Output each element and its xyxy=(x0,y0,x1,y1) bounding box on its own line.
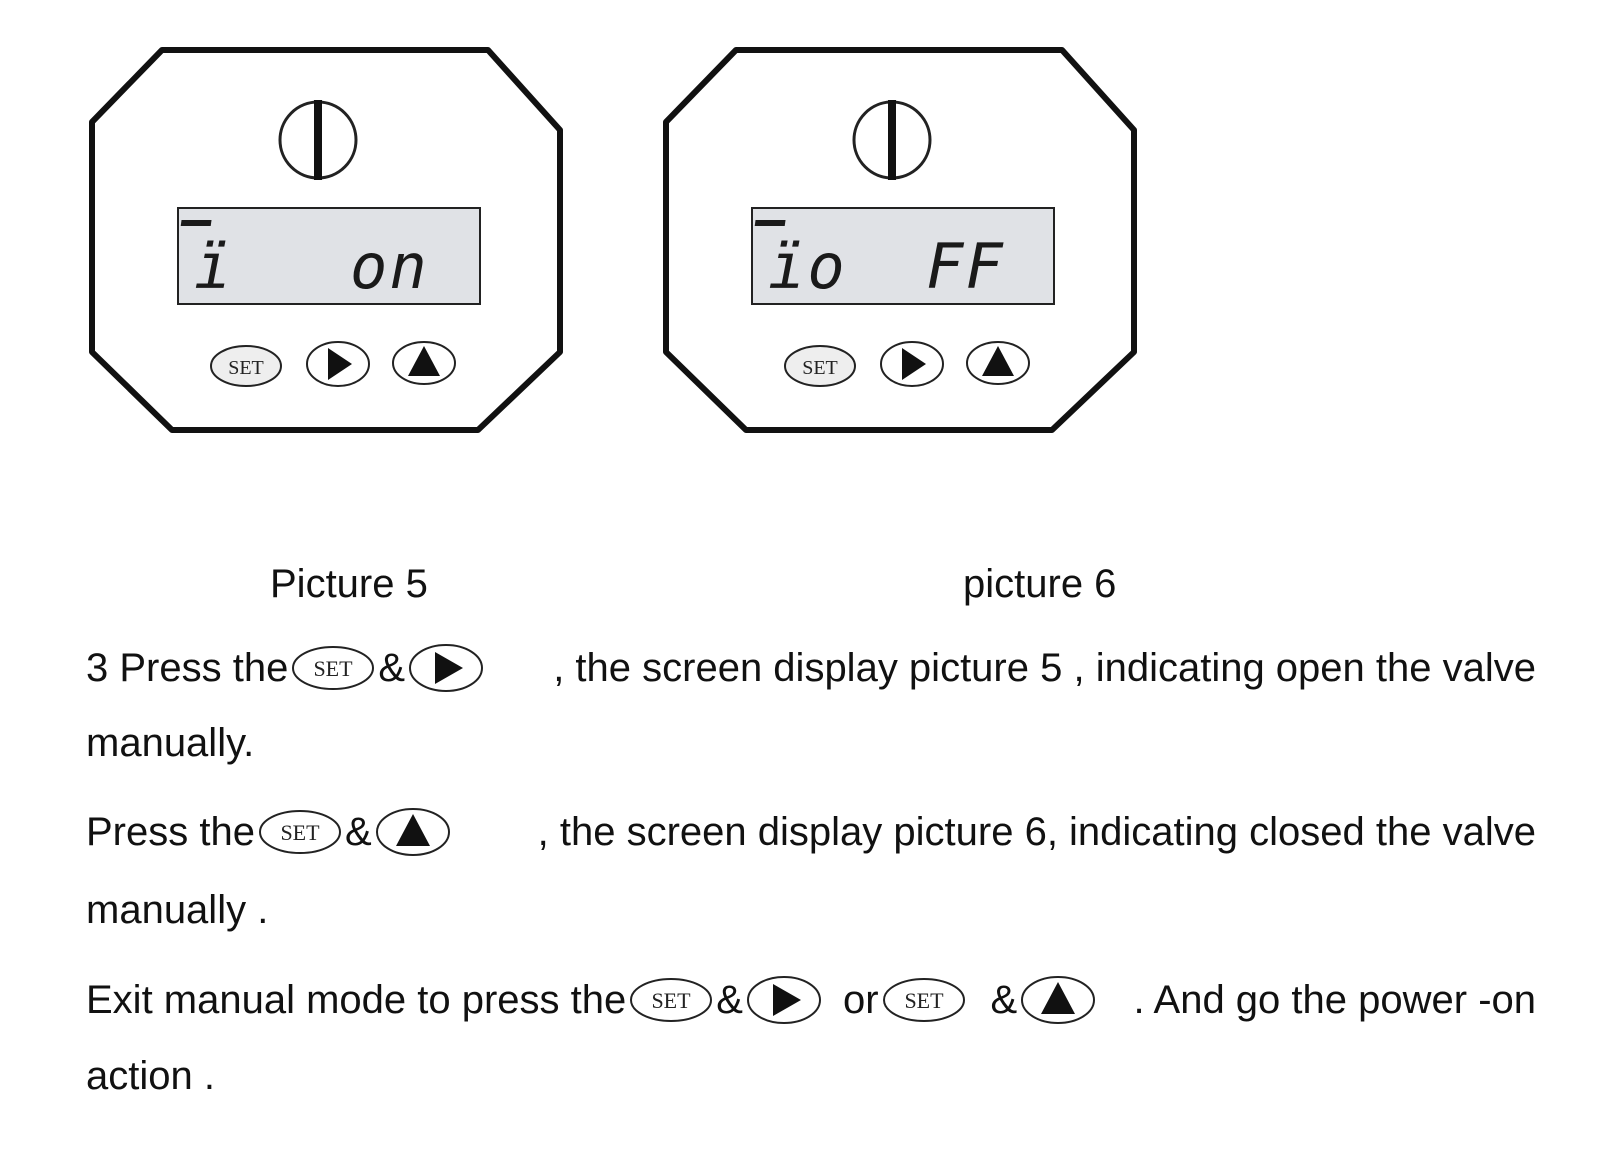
lcd-left-text: ï xyxy=(194,230,233,303)
svg-text:SET: SET xyxy=(652,988,692,1013)
right-button[interactable] xyxy=(880,341,944,387)
right-button[interactable] xyxy=(306,341,370,387)
set-button[interactable]: SET xyxy=(784,345,856,387)
knob-icon xyxy=(852,100,932,180)
lcd-right-text: on xyxy=(350,230,429,303)
svg-text:SET: SET xyxy=(228,357,264,379)
ampersand: & xyxy=(378,646,406,690)
instruction-exit-cont: action . xyxy=(86,1054,215,1098)
instruction-text-tail: . And go the power -on xyxy=(1133,978,1537,1022)
ampersand: & xyxy=(344,810,372,854)
caption-picture-6: picture 6 xyxy=(963,562,1117,606)
controller-illustration-2: ïo FF SET xyxy=(663,46,1144,440)
ampersand: & xyxy=(716,978,743,1022)
svg-text:SET: SET xyxy=(280,820,320,845)
up-arrow-icon xyxy=(375,808,450,856)
ampersand: & xyxy=(990,978,1018,1022)
instruction-text-tail: , the screen display picture 6, indicati… xyxy=(537,810,1536,854)
lcd-right-text: FF xyxy=(926,230,1005,303)
right-arrow-icon xyxy=(409,644,484,692)
set-key-icon: SET xyxy=(292,646,375,690)
up-arrow-icon xyxy=(1021,976,1096,1024)
lcd-screen: ïo FF xyxy=(751,207,1055,305)
lcd-screen: ï on xyxy=(177,207,481,305)
up-button[interactable] xyxy=(966,341,1030,385)
svg-text:SET: SET xyxy=(314,656,354,681)
instruction-text-tail: , the screen display picture 5 , indicat… xyxy=(553,646,1536,690)
instruction-exit: Exit manual mode to press the SET & or S… xyxy=(86,974,1536,1026)
svg-text:SET: SET xyxy=(904,988,944,1013)
set-key-icon: SET xyxy=(258,810,341,854)
svg-text:SET: SET xyxy=(802,357,838,379)
instruction-text: Exit manual mode to press the xyxy=(86,978,627,1022)
set-key-icon: SET xyxy=(630,978,713,1022)
instruction-text: 3 Press the xyxy=(86,646,289,690)
knob-icon xyxy=(278,100,358,180)
instruction-close-cont: manually . xyxy=(86,888,269,932)
controller-illustration-1: ï on SET xyxy=(89,46,570,440)
instruction-open-cont: manually. xyxy=(86,721,255,765)
or-text: or xyxy=(842,978,879,1022)
up-button[interactable] xyxy=(392,341,456,385)
set-key-icon: SET xyxy=(882,978,965,1022)
instruction-open: 3 Press the SET & , the screen display p… xyxy=(86,642,1536,694)
set-button[interactable]: SET xyxy=(210,345,282,387)
instruction-close: Press the SET & , the screen display pic… xyxy=(86,806,1536,858)
lcd-left-text: ïo xyxy=(768,230,847,303)
instruction-text: Press the xyxy=(86,810,255,854)
caption-picture-5: Picture 5 xyxy=(270,562,428,606)
right-arrow-icon xyxy=(746,976,821,1024)
